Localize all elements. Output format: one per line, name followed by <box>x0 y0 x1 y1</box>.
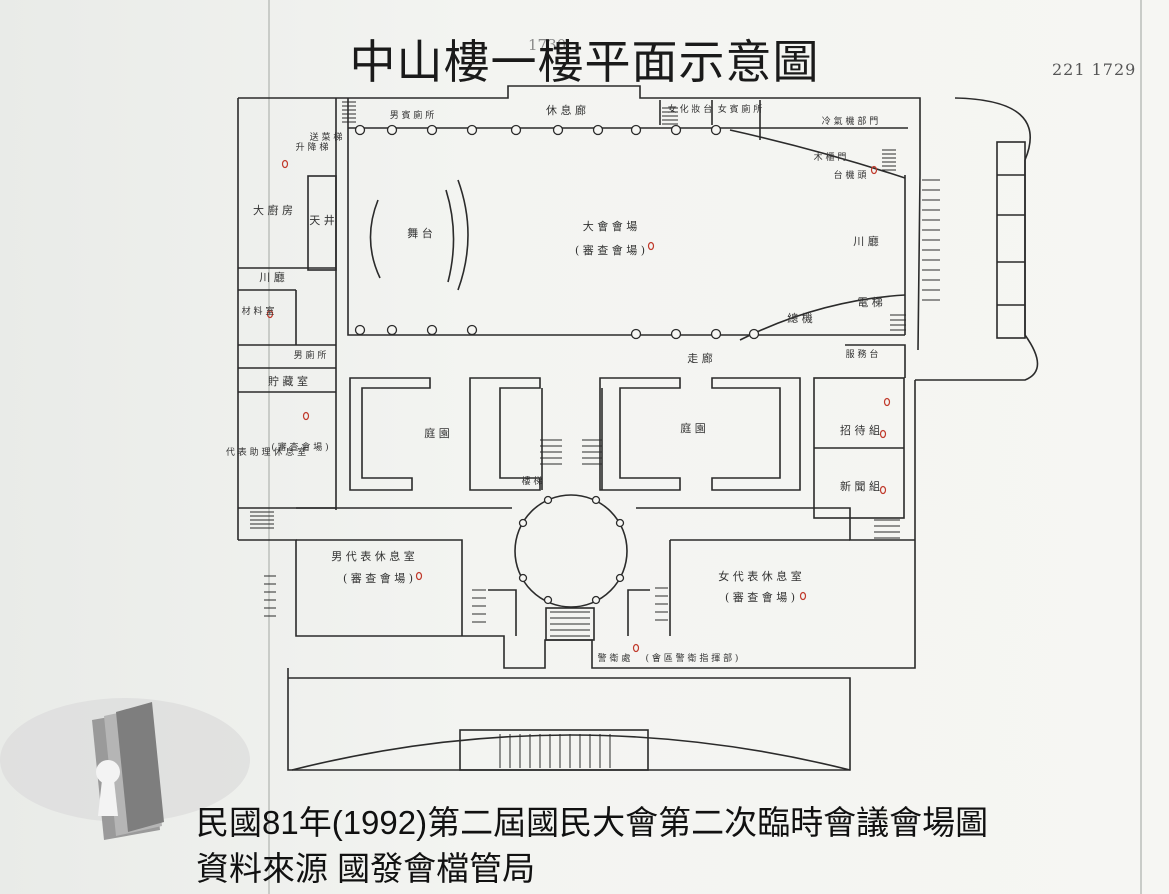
paper-fold-line <box>268 0 270 894</box>
label-stairs-small: 樓 梯 <box>522 475 543 487</box>
label-hall-right: 川 廳 <box>853 234 879 248</box>
paper-fold-line <box>1140 0 1142 894</box>
label-stage: 舞 台 <box>407 226 433 240</box>
label-switchboard: 總 機 <box>787 311 813 325</box>
label-fire-door: 木 櫃 門 <box>814 151 847 163</box>
label-courtyard-mid-right: 庭 園 <box>680 421 706 435</box>
label-mens-restroom: 男 廁 所 <box>294 349 327 361</box>
label-elevator: 電 梯 <box>857 296 883 309</box>
label-hall-left: 川 廳 <box>259 270 285 284</box>
label-guard-office: 警 衛 處 <box>598 652 631 664</box>
label-male-rep-sub: ( 審 查 會 場 ) <box>343 571 413 585</box>
label-rep-assistant-lounge: 代 表 助 理 休 息 室 <box>226 446 306 458</box>
caption-line-1: 民國81年(1992)第二屆國民大會第二次臨時會議會場圖 <box>196 804 989 841</box>
label-womens-guest-restroom: 女 賓 廁 所 <box>718 103 763 115</box>
label-womens-dressing: 女 化 妝 台 <box>668 103 713 115</box>
red-markers <box>266 159 891 653</box>
label-lounge-top: 休 息 廊 <box>546 103 586 117</box>
label-female-rep-lounge: 女 代 表 休 息 室 <box>718 569 801 583</box>
label-male-rep-lounge: 男 代 表 休 息 室 <box>331 549 414 563</box>
label-materials: 材 料 室 <box>242 305 275 317</box>
label-mens-guest-restroom: 男 賓 廁 所 <box>390 109 435 121</box>
label-kitchen-note: 台 機 頭 <box>834 169 867 181</box>
label-pantry-stair: 送 菜 梯 <box>310 131 343 143</box>
slide-title: 中山樓一樓平面示意圖 <box>349 35 820 89</box>
caption-line-2: 資料來源 國發會檔管局 <box>196 850 536 887</box>
label-guard-command: ( 會 區 警 衛 指 揮 部 ) <box>646 652 739 664</box>
label-platform-stair: 升 降 梯 <box>296 141 329 153</box>
columns <box>354 124 760 605</box>
label-review-hall-left: ( 審 查 會 場 ) <box>271 441 328 453</box>
label-reception: 招 待 組 <box>840 423 880 437</box>
label-courtyard-left: 天 井 <box>309 213 335 227</box>
label-service-desk: 服 務 台 <box>846 348 879 360</box>
faint-page-number: 1730 <box>528 36 567 54</box>
label-great-hall-sub: ( 審 查 會 場 ) <box>575 243 645 257</box>
label-kitchen: 大 廚 房 <box>253 203 293 217</box>
label-corridor: 走 廊 <box>687 351 713 365</box>
page-number-stamp: 221 1729 <box>1052 60 1137 79</box>
label-aircon-room: 冷 氣 機 部 門 <box>822 115 878 127</box>
label-female-rep-sub: ( 審 查 會 場 ) <box>725 590 795 604</box>
label-press: 新 聞 組 <box>840 479 880 493</box>
label-great-hall: 大 會 會 場 <box>583 219 638 233</box>
archive-keyhole-logo <box>0 698 250 840</box>
label-courtyard-mid-left: 庭 園 <box>424 426 450 440</box>
stairs <box>250 101 940 768</box>
label-storage: 貯 藏 室 <box>268 374 308 388</box>
